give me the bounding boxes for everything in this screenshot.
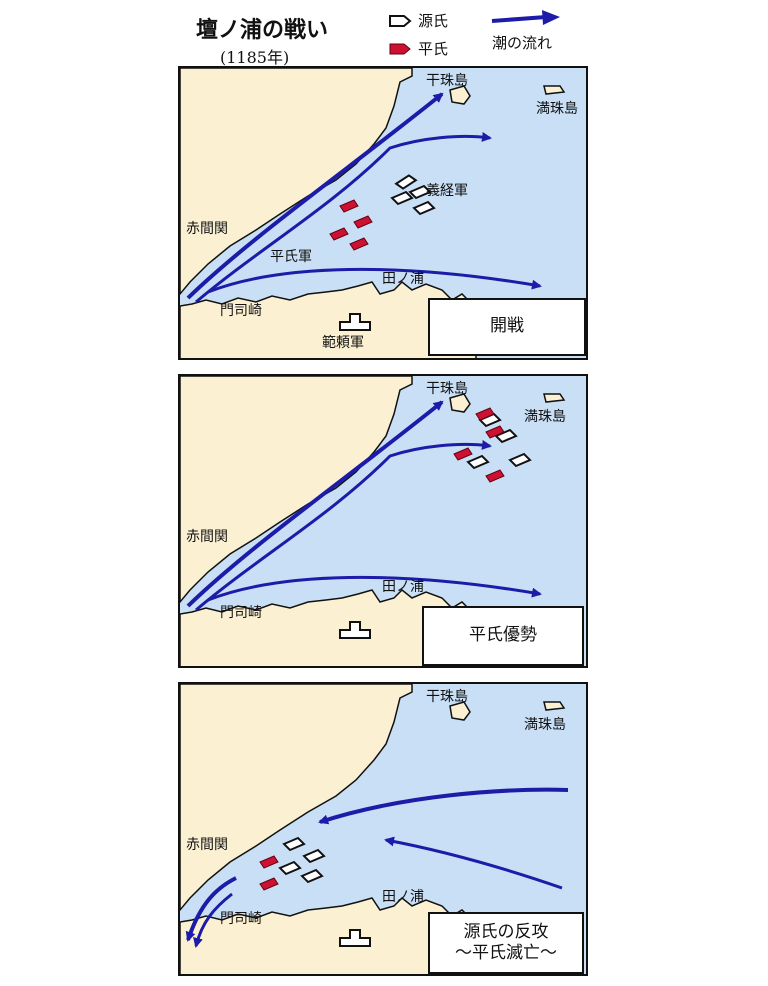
tide-arrow <box>207 267 542 294</box>
genji-fleet <box>466 412 532 470</box>
manju-island <box>543 85 566 95</box>
map-panel-opening: 干珠島 満珠島 赤間関 門司崎 田ノ浦 義経軍 平氏軍 範頼軍 開戦 <box>178 66 588 360</box>
kanju-island-label: 干珠島 <box>426 73 468 89</box>
tide-arrow <box>384 836 563 890</box>
castle-icon <box>339 929 371 947</box>
map-graphic <box>180 684 569 974</box>
legend-heishi-label: 平氏 <box>418 40 449 58</box>
kyushu-land <box>180 588 477 666</box>
map-title: 壇ノ浦の戦い <box>196 17 329 43</box>
phase-caption-line1: 源氏の反攻 <box>463 921 549 942</box>
tide-arrow <box>207 575 542 602</box>
tide-arrow <box>318 787 569 825</box>
heishi-army-label: 平氏軍 <box>270 249 312 265</box>
manju-island-label: 満珠島 <box>524 717 566 733</box>
kanju-island <box>449 85 471 105</box>
kanju-island-label: 干珠島 <box>426 689 468 705</box>
tide-arrow <box>195 131 492 304</box>
genji-ship-icon <box>389 15 412 27</box>
manju-island-label: 満珠島 <box>536 101 578 117</box>
kanju-island <box>449 393 471 413</box>
akamagaseki-label: 赤間関 <box>186 529 228 545</box>
tide-arrow <box>195 439 492 612</box>
mojizaki-label: 門司崎 <box>220 911 262 927</box>
phase-caption: 開戦 <box>428 298 586 356</box>
map-panel-heishi-advantage: 干珠島 満珠島 赤間関 門司崎 田ノ浦 平氏優勢 <box>178 374 588 668</box>
tide-arrow <box>186 92 444 300</box>
genji-fleet <box>278 836 326 884</box>
honshu-land <box>180 68 413 296</box>
legend-genji-label: 源氏 <box>418 12 449 30</box>
akamagaseki-label: 赤間関 <box>186 221 228 237</box>
heishi-fleet <box>259 855 279 891</box>
tide-arrow-icon <box>491 10 560 25</box>
tanoura-label: 田ノ浦 <box>382 579 424 595</box>
kyushu-land <box>180 896 477 974</box>
map-graphic <box>180 376 566 666</box>
tanoura-label: 田ノ浦 <box>382 271 424 287</box>
map-year: (1185年) <box>220 48 290 67</box>
yoshitsune-army-label: 義経軍 <box>426 183 468 199</box>
manju-island-label: 満珠島 <box>524 409 566 425</box>
manju-island <box>543 701 566 711</box>
kanju-island-label: 干珠島 <box>426 381 468 397</box>
heishi-fleet <box>453 407 505 483</box>
tanoura-label: 田ノ浦 <box>382 889 424 905</box>
kyushu-land <box>180 280 477 358</box>
honshu-land <box>180 684 413 912</box>
mojizaki-label: 門司崎 <box>220 303 262 319</box>
legend-tide-label: 潮の流れ <box>492 34 553 52</box>
manju-island <box>543 393 566 403</box>
map-graphic <box>180 68 566 358</box>
noriyori-castle-icon <box>339 313 371 331</box>
honshu-land <box>180 376 413 604</box>
akamagaseki-label: 赤間関 <box>186 837 228 853</box>
tide-arrow <box>186 400 444 608</box>
phase-caption-line2: ～平氏滅亡～ <box>455 943 557 963</box>
noriyori-army-label: 範頼軍 <box>322 335 364 351</box>
genji-fleet <box>390 174 436 216</box>
phase-caption: 源氏の反攻 ～平氏滅亡～ <box>428 912 584 974</box>
heishi-ship-icon <box>389 43 411 55</box>
heishi-fleet <box>329 199 373 251</box>
map-panel-genji-counterattack: 干珠島 満珠島 赤間関 門司崎 田ノ浦 源氏の反攻 ～平氏滅亡～ <box>178 682 588 976</box>
mojizaki-label: 門司崎 <box>220 605 262 621</box>
phase-caption: 平氏優勢 <box>422 606 584 666</box>
tide-arrow <box>193 892 233 948</box>
castle-icon <box>339 621 371 639</box>
tide-arrow <box>185 876 237 942</box>
kanju-island <box>449 701 471 721</box>
